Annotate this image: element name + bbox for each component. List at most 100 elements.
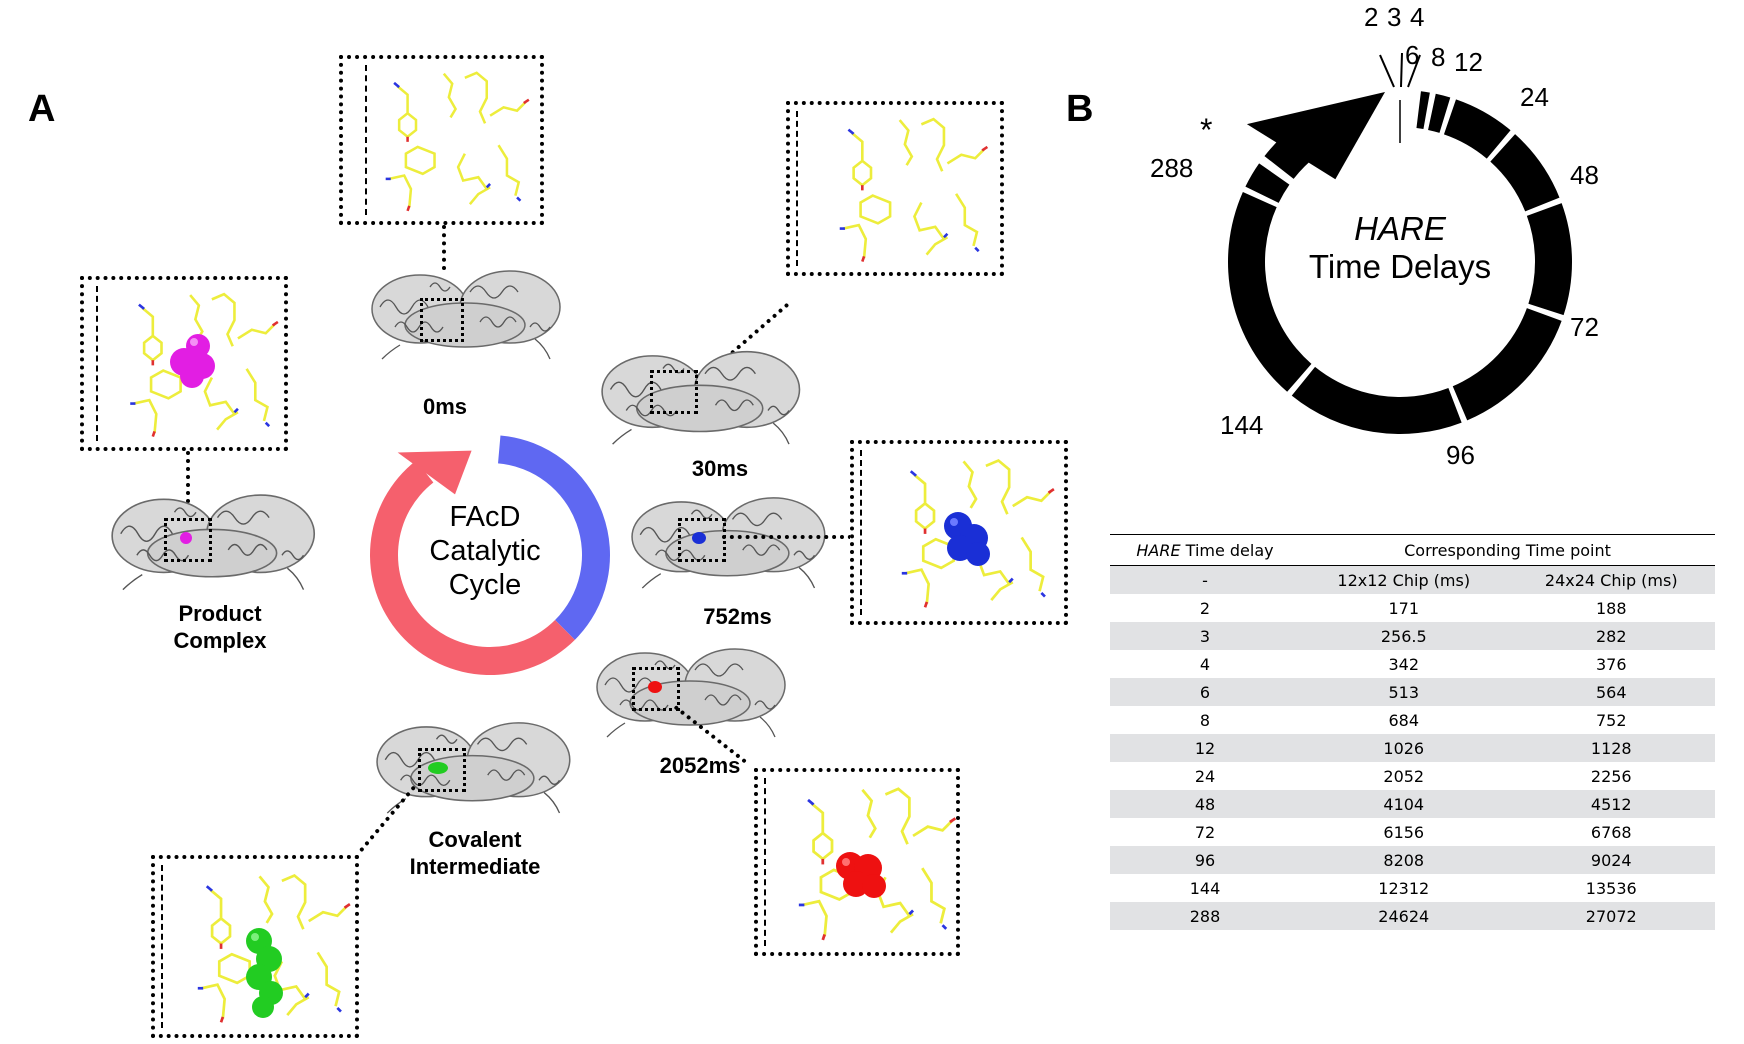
table-cell: 256.5: [1300, 622, 1508, 650]
active-site-residues: [838, 117, 989, 263]
state-label-product-line-2: Complex: [173, 628, 267, 653]
active-site-zoom-box-752ms: [850, 440, 1068, 625]
cycle-arc-return: [369, 460, 575, 675]
table-cell: 1026: [1300, 734, 1508, 762]
ligand-green-spheres: [246, 928, 283, 1018]
hare-delay-ring: [1228, 52, 1572, 434]
tick-label-72: 72: [1570, 312, 1599, 342]
table-cell: 96: [1110, 846, 1300, 874]
active-site-residues: [384, 71, 531, 213]
table-cell: 282: [1507, 622, 1715, 650]
cycle-arrowhead-icon: [397, 450, 472, 495]
table-cell: 4: [1199, 654, 1211, 674]
active-site-marker: [632, 667, 680, 711]
ligand-magenta-spheres: [170, 334, 215, 388]
table-cell: 13536: [1585, 878, 1637, 898]
table-cell: 684: [1388, 710, 1420, 730]
table-cell: 24: [1194, 766, 1216, 786]
cycle-title-line-2: Catalytic: [429, 535, 541, 567]
table-cell: 4512: [1507, 790, 1715, 818]
subheader-cell: -: [1110, 565, 1300, 594]
table-cell: 171: [1388, 598, 1420, 618]
state-label-covalent-line-1: Covalent: [428, 827, 522, 852]
state-label-2052ms: 2052ms: [659, 753, 741, 778]
active-site-zoom-box-0ms: [339, 55, 544, 225]
subheader-cell: 12x12 Chip (ms): [1300, 565, 1508, 594]
state-label-covalent-line-2: Intermediate: [409, 854, 541, 879]
table-cell: 513: [1300, 678, 1508, 706]
hare-title: Time Delays: [1308, 248, 1492, 285]
leader-3: [1400, 52, 1403, 88]
table-cell: 8: [1199, 710, 1211, 730]
table-cell: 24624: [1300, 902, 1508, 930]
segment-72: [1452, 308, 1562, 421]
hare-center-title: HARE Time Delays: [1270, 210, 1530, 286]
active-site-marker: [164, 518, 212, 562]
table-cell: 72: [1194, 822, 1216, 842]
ligand-red-spheres: [836, 852, 886, 898]
connector-line: [722, 535, 852, 539]
state-label-covalent: Covalent Intermediate: [385, 826, 565, 880]
active-site-marker: [420, 298, 464, 342]
asterisk-marker: *: [1200, 112, 1213, 148]
tick-label-6: 6: [1405, 40, 1420, 70]
table-row: 2 171 188: [1110, 594, 1715, 622]
active-site-marker: [678, 518, 726, 562]
segment-24: [1490, 134, 1560, 212]
table-cell: 2256: [1590, 766, 1632, 786]
table-cell: 342: [1388, 654, 1420, 674]
segment-8: [1428, 93, 1451, 133]
ligand-magenta-small: [180, 532, 192, 544]
panel-a-label: A: [28, 88, 56, 130]
table-cell: 564: [1507, 678, 1715, 706]
segment-48: [1526, 203, 1572, 316]
tick-label-96: 96: [1446, 440, 1475, 470]
subheader-cell: 24x24 Chip (ms): [1507, 565, 1715, 594]
table-cell: 48: [1110, 790, 1300, 818]
connector-line: [186, 451, 190, 511]
active-site-zoom-box-product: [80, 276, 288, 451]
tick-label-48: 48: [1570, 160, 1599, 190]
tick-label-24: 24: [1520, 82, 1549, 112]
table-cell: 6768: [1590, 822, 1632, 842]
state-label-0ms: 0ms: [422, 394, 468, 419]
cycle-arc-forward: [498, 435, 610, 640]
header-corresponding-time-point: Corresponding Time point: [1300, 534, 1715, 566]
protein-structure-0ms: [371, 270, 561, 360]
active-site-marker: [418, 748, 466, 792]
catalytic-cycle-ring: [369, 435, 610, 675]
ligand-blue-small: [692, 532, 706, 544]
segment-6: [1416, 91, 1430, 130]
tick-label-12: 12: [1454, 47, 1483, 77]
ligand-green-small: [428, 762, 448, 774]
table-cell: 6156: [1383, 822, 1425, 842]
protein-structure-2052ms: [596, 648, 786, 738]
tick-label-3: 3: [1387, 2, 1402, 32]
table-cell: 188: [1595, 598, 1627, 618]
table-cell: 2052: [1383, 766, 1425, 786]
table-cell: 3: [1110, 622, 1300, 650]
segment-96: [1291, 366, 1462, 434]
leader-2: [1379, 54, 1395, 88]
leader-4: [1407, 54, 1421, 88]
active-site-zoom-box-covalent: [151, 855, 359, 1038]
state-label-30ms: 30ms: [691, 456, 749, 481]
table-cell: 6: [1110, 678, 1300, 706]
table-cell: 2: [1199, 598, 1211, 618]
segment-144: [1228, 192, 1312, 392]
table-cell: 8208: [1300, 846, 1508, 874]
protein-structure-covalent: [376, 722, 571, 814]
segment-288: [1245, 163, 1290, 203]
table-cell: 12312: [1378, 878, 1430, 898]
table-row: 72 6156 6768: [1110, 818, 1715, 846]
table-cell: 288: [1110, 902, 1300, 930]
panel-b-label: B: [1066, 88, 1094, 130]
ligand-red-small: [648, 681, 662, 693]
protein-structure-752ms: [631, 497, 826, 589]
